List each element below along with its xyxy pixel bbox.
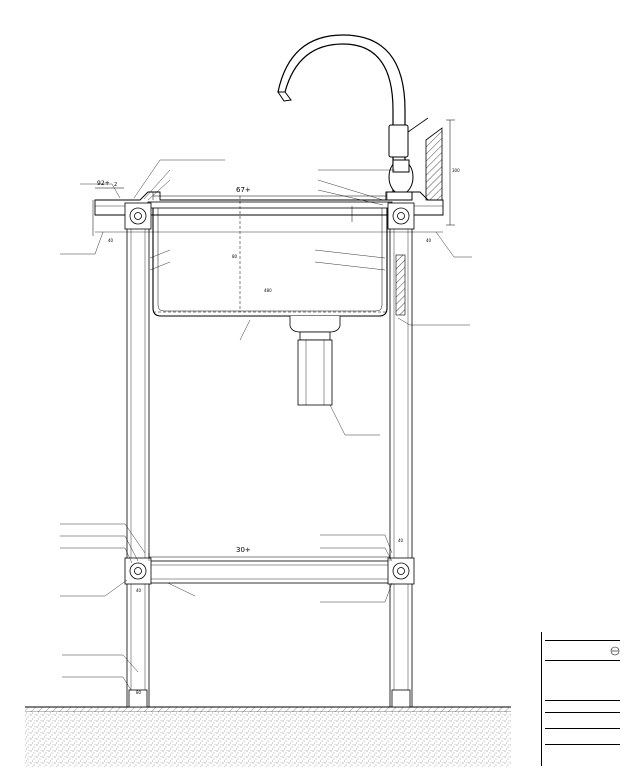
dimension-tube-c: 40 [136, 588, 142, 593]
north-symbol-icon [610, 646, 620, 656]
leader-lines [60, 159, 472, 691]
right-foot [391, 689, 411, 708]
drain-pipe [289, 316, 341, 406]
title-block-rule [545, 712, 620, 713]
title-block-rule [545, 640, 620, 641]
dimension-post-bottom: 80 [136, 690, 142, 695]
bottom-stretcher [124, 557, 415, 585]
title-block-rule [545, 660, 620, 661]
title-block-rule [545, 700, 620, 701]
dimension-inner-width: 480 [264, 288, 272, 293]
dimension-tube-d: 40 [398, 538, 404, 543]
title-block [541, 632, 622, 766]
dimension-tube-b: 40 [426, 238, 432, 243]
title-block-rule [545, 728, 620, 729]
left-foot [128, 689, 148, 708]
side-strip [395, 254, 406, 316]
faucet [277, 34, 429, 201]
top-joints [124, 202, 415, 230]
ground [25, 706, 511, 767]
left-leg [126, 214, 150, 708]
dimension-left-edge-sub: 2 [114, 182, 118, 188]
dimension-width-top: 67+ [236, 186, 251, 194]
sink-bowl [147, 201, 393, 317]
dimension-width-bottom: 30+ [236, 546, 251, 554]
dimension-left-edge: 92+ [97, 180, 110, 187]
dimension-lines [92, 187, 391, 561]
faucet-bracket [425, 119, 455, 226]
dimension-faucet-height: 300 [452, 168, 460, 173]
dimension-bowl-depth: 80 [232, 254, 238, 259]
title-block-rule [545, 744, 620, 745]
dimension-tube-a: 40 [108, 238, 114, 243]
